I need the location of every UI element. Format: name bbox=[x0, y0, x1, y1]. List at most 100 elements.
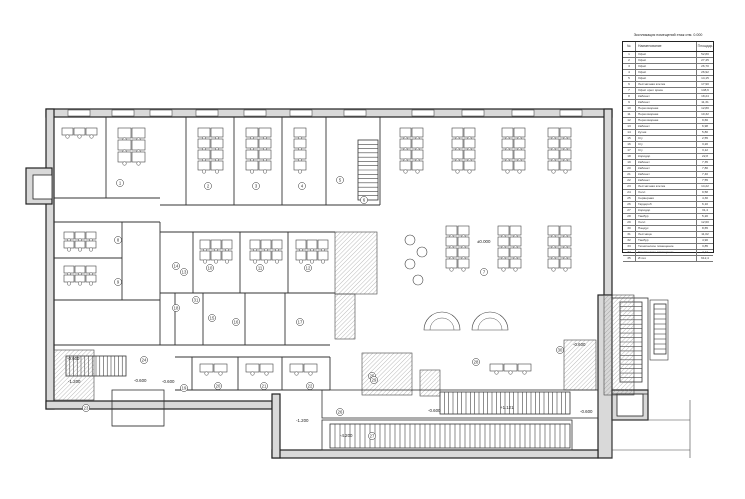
room-marker-label: 23 bbox=[84, 406, 89, 411]
desk bbox=[445, 236, 458, 247]
desk bbox=[63, 231, 75, 240]
legend-cell-num: 27 bbox=[623, 208, 636, 213]
chair bbox=[455, 169, 460, 174]
chair bbox=[309, 259, 315, 264]
legend-cell-num: 12 bbox=[623, 118, 636, 123]
desk bbox=[547, 225, 560, 236]
desk bbox=[85, 231, 97, 240]
hatched-zones bbox=[53, 231, 635, 401]
legend-header-num: № bbox=[623, 42, 636, 51]
room-marker-24: 24 bbox=[140, 356, 148, 364]
desk bbox=[547, 236, 560, 247]
room-marker-label: 24 bbox=[142, 358, 147, 363]
room-marker-circle bbox=[306, 382, 314, 390]
legend-cell-num: 10 bbox=[623, 106, 636, 111]
chair bbox=[250, 371, 255, 376]
desk bbox=[213, 363, 228, 373]
room-marker-label: 26 bbox=[338, 410, 343, 415]
legend-cell-num: 16 bbox=[623, 142, 636, 147]
desk bbox=[210, 127, 224, 138]
legend-cell-name: Офис bbox=[636, 76, 697, 81]
legend-cell-num: 34 bbox=[623, 250, 636, 255]
legend-cell-name: Серверная bbox=[636, 196, 697, 201]
desk bbox=[259, 363, 274, 373]
room-marker-4: 4 bbox=[298, 182, 306, 190]
desk bbox=[85, 240, 97, 249]
room-marker-label: 9 bbox=[117, 280, 120, 285]
desk bbox=[131, 127, 146, 139]
desk bbox=[411, 149, 424, 160]
desk bbox=[457, 247, 470, 258]
legend-cell-area: 18,24 bbox=[701, 94, 709, 98]
legend-cell-num: 29 bbox=[623, 220, 636, 225]
room-marker-18: 18 bbox=[172, 304, 180, 312]
room-marker-15: 15 bbox=[208, 314, 216, 322]
desk bbox=[260, 250, 272, 261]
desk bbox=[199, 239, 211, 250]
room-marker-circle bbox=[204, 182, 212, 190]
legend-cell-area: 2,55 bbox=[701, 136, 709, 140]
chair bbox=[551, 169, 556, 174]
desk bbox=[513, 138, 526, 149]
legend-cell-num: 23 bbox=[623, 184, 636, 189]
chair bbox=[252, 259, 258, 264]
room-marker-7: 7 bbox=[480, 268, 488, 276]
desk bbox=[258, 149, 272, 160]
desk bbox=[306, 239, 318, 250]
legend-cell-name: Офис bbox=[636, 64, 697, 69]
room-marker-label: 31 bbox=[194, 298, 199, 303]
legend-cell-area: 3,20 bbox=[701, 142, 709, 146]
room-marker-circle bbox=[172, 304, 180, 312]
room-marker-circle bbox=[370, 376, 378, 384]
room-marker-circle bbox=[180, 384, 188, 392]
desk bbox=[293, 127, 307, 138]
desk bbox=[559, 225, 572, 236]
room-marker-circle bbox=[360, 196, 368, 204]
legend-cell-name: Холл bbox=[636, 190, 697, 195]
legend-cell-name: Лестничная клетка bbox=[636, 82, 697, 87]
room-marker-14: 14 bbox=[172, 262, 180, 270]
desk bbox=[295, 250, 307, 261]
legend-cell-name: Тамбур bbox=[636, 238, 697, 243]
desk bbox=[199, 363, 214, 373]
desk bbox=[197, 149, 211, 160]
room-marker-label: 3 bbox=[255, 184, 258, 189]
legend-cell-area: 11,02 bbox=[701, 232, 709, 236]
desk bbox=[74, 274, 86, 283]
desk bbox=[513, 149, 526, 160]
legend-cell-area: 4,90 bbox=[701, 238, 709, 242]
desk bbox=[463, 160, 476, 171]
room-marker-label: 5 bbox=[339, 178, 342, 183]
legend-cell-num: 19 bbox=[623, 160, 636, 165]
desk bbox=[501, 138, 514, 149]
desk bbox=[497, 247, 510, 258]
desk-clusters bbox=[61, 127, 572, 376]
room-marker-label: 12 bbox=[306, 266, 311, 271]
room-marker-label: 17 bbox=[298, 320, 303, 325]
desk bbox=[497, 236, 510, 247]
desk bbox=[559, 258, 572, 269]
legend-cell-name: С/у bbox=[636, 136, 697, 141]
room-marker-circle bbox=[336, 176, 344, 184]
chair bbox=[262, 169, 268, 174]
room-marker-label: 11 bbox=[258, 266, 263, 271]
desk bbox=[245, 138, 259, 149]
desk bbox=[317, 250, 329, 261]
level-mark-lower-mid: -0.600 bbox=[428, 408, 441, 413]
chair bbox=[501, 267, 506, 272]
chair bbox=[449, 267, 454, 272]
legend-cell-area: 31,4 bbox=[701, 208, 709, 212]
desk bbox=[451, 160, 464, 171]
legend-cell-num: 30 bbox=[623, 226, 636, 231]
right-annex bbox=[611, 297, 691, 458]
room-marker-circle bbox=[206, 264, 214, 272]
legend-cell-name: Переговорная bbox=[636, 118, 697, 123]
chair bbox=[403, 169, 408, 174]
